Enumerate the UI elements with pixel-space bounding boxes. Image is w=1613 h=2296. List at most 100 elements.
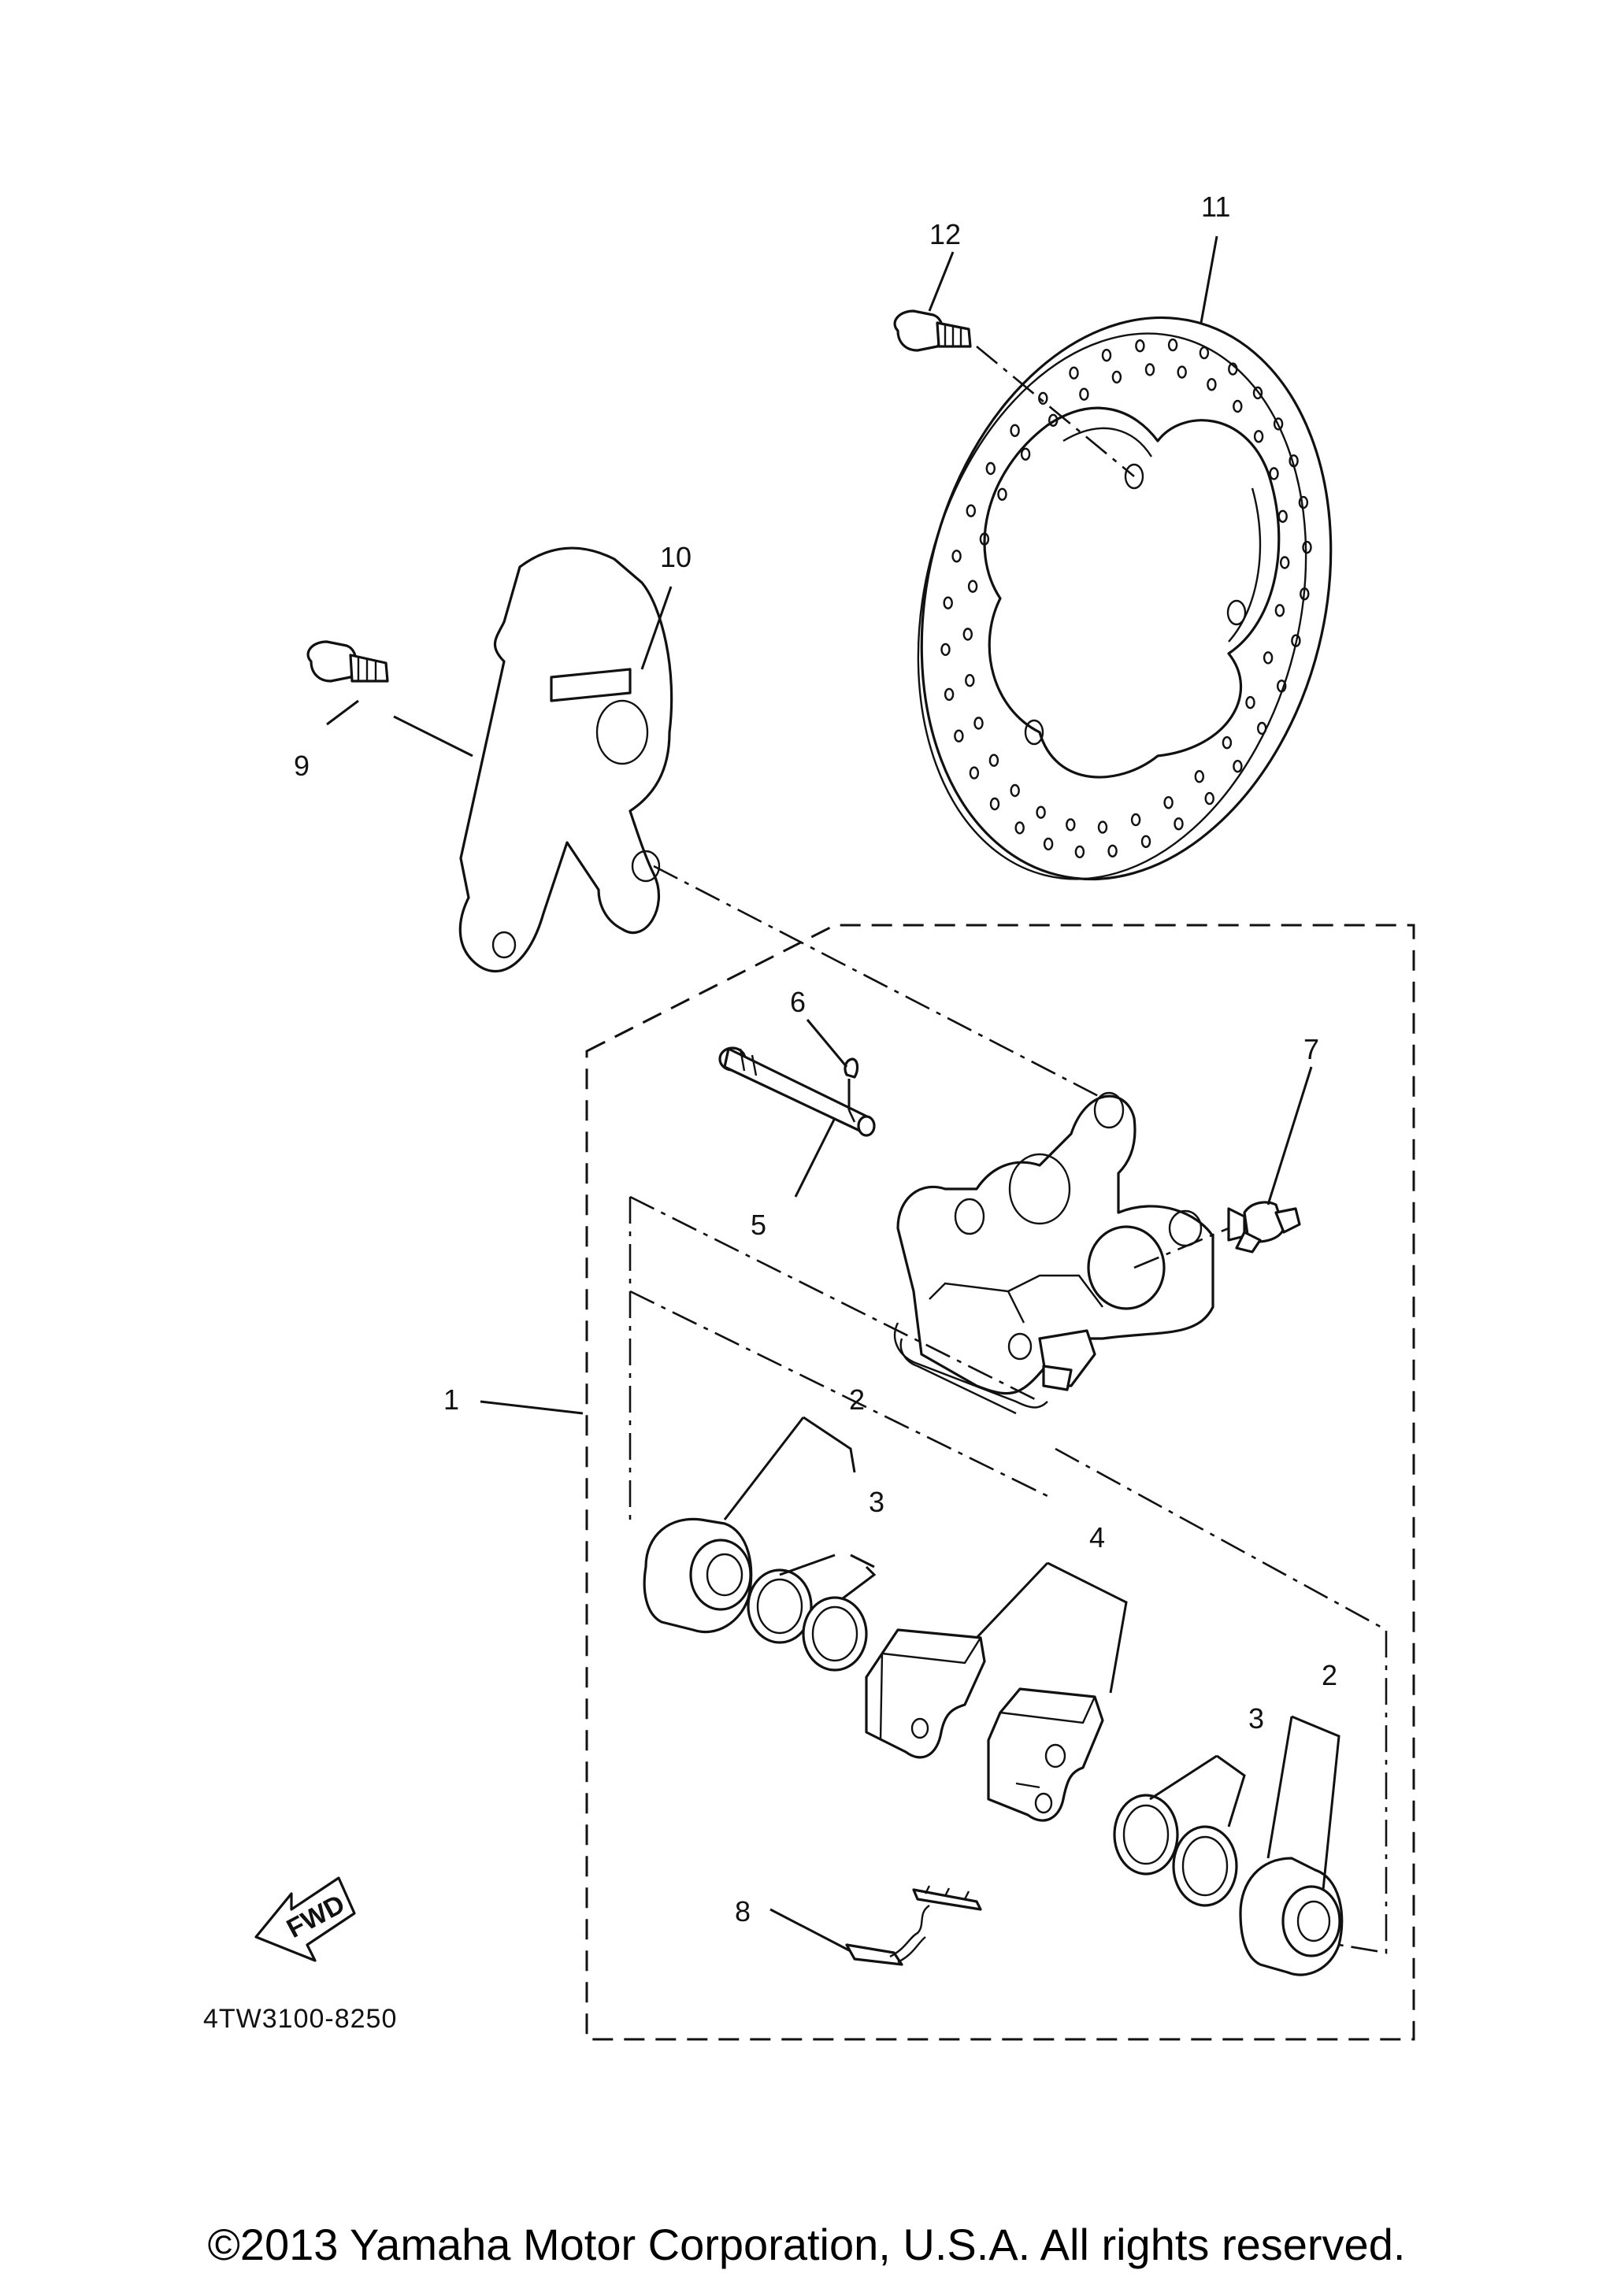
bleed-screw[interactable] [1227, 1201, 1301, 1254]
piston-left[interactable] [643, 1517, 753, 1634]
pad-pin[interactable] [718, 1046, 876, 1137]
bracket-bolt[interactable] [306, 640, 389, 683]
disc-hole [1273, 417, 1284, 431]
disc-hole [962, 628, 973, 641]
callout-6: 6 [790, 986, 806, 1018]
disc-hole [1020, 447, 1031, 461]
brake-disc[interactable] [863, 274, 1388, 923]
disc-hole [1038, 391, 1048, 406]
disc-hole [1014, 821, 1025, 835]
disc-bolt[interactable] [893, 309, 972, 352]
disc-hole [1107, 844, 1118, 858]
disc-hole [1130, 813, 1141, 827]
disc-hole [1163, 796, 1174, 809]
disc-hole [1276, 680, 1287, 693]
disc-hole [1233, 399, 1243, 413]
disc-hole [944, 687, 955, 702]
disc-hole [1069, 366, 1079, 380]
disc-hole [979, 532, 990, 546]
caliper-body[interactable] [893, 1091, 1214, 1415]
disc-hole [965, 674, 975, 687]
clip-pin[interactable] [844, 1057, 859, 1110]
callout-3-lower: 3 [1248, 1702, 1264, 1735]
disc-holes [940, 338, 1312, 859]
disc-hole [973, 717, 984, 730]
brake-pad-rear[interactable] [987, 1687, 1104, 1822]
disc-hole [1066, 818, 1076, 831]
callout-8: 8 [735, 1895, 751, 1928]
disc-hole [1253, 430, 1264, 443]
disc-hole [1101, 349, 1112, 362]
disc-hole [1135, 339, 1145, 353]
callout-12: 12 [929, 218, 961, 250]
disc-hole [943, 596, 953, 609]
disc-hole [1204, 791, 1214, 805]
disc-hole [1043, 837, 1054, 851]
callout-11: 11 [1201, 191, 1230, 223]
callout-1: 1 [443, 1383, 459, 1416]
callout-4: 4 [1089, 1521, 1105, 1554]
callout-3-upper: 3 [869, 1486, 884, 1518]
disc-hole [1167, 338, 1178, 352]
disc-hole [1302, 540, 1312, 554]
seal-right-inner[interactable] [1172, 1825, 1238, 1907]
disc-hole [1277, 509, 1288, 523]
pad-spring[interactable] [845, 1885, 982, 1966]
seal-left-outer[interactable] [747, 1568, 813, 1644]
callout-10: 10 [660, 541, 692, 573]
disc-hole [1263, 651, 1274, 665]
disc-hole [1097, 820, 1108, 834]
callout-5: 5 [751, 1209, 766, 1241]
disc-hole [1074, 845, 1085, 859]
disc-hole [1111, 370, 1122, 384]
disc-hole [1279, 556, 1290, 569]
disc-hole [1079, 387, 1089, 401]
diagram-part-code: 4TW3100-8250 [203, 2004, 397, 2034]
disc-hole [1222, 736, 1233, 750]
disc-hole [940, 643, 951, 657]
disc-hole [966, 504, 977, 517]
disc-hole [1289, 454, 1299, 468]
disc-hole [997, 487, 1007, 501]
callout-2-upper: 2 [849, 1383, 865, 1416]
piston-right[interactable] [1239, 1857, 1344, 1976]
disc-hole [1048, 413, 1059, 427]
copyright-notice: ©2013 Yamaha Motor Corporation, U.S.A. A… [207, 2220, 1406, 2269]
disc-hole [1140, 835, 1151, 849]
seal-right-outer[interactable] [1113, 1794, 1179, 1876]
disc-hole [1256, 721, 1267, 735]
disc-hole [951, 550, 962, 563]
disc-hole [989, 797, 1000, 811]
disc-hole [954, 729, 964, 742]
disc-hole [1252, 386, 1263, 400]
disc-hole [985, 461, 996, 476]
disc-hole [1010, 424, 1020, 437]
disc-hole [1269, 467, 1279, 480]
disc-hole [1199, 346, 1210, 360]
fwd-arrow-icon: FWD [254, 1876, 356, 1962]
callout-9: 9 [294, 750, 310, 782]
disc-hole [1194, 770, 1205, 783]
disc-hole [969, 766, 980, 780]
disc-hole [1291, 634, 1301, 647]
disc-hole [1177, 365, 1187, 379]
disc-hole [1174, 817, 1184, 831]
callout-2-lower: 2 [1322, 1659, 1337, 1691]
disc-hole [1245, 696, 1255, 709]
caliper-bracket[interactable] [458, 546, 673, 973]
disc-hole [1300, 587, 1310, 601]
brake-pad-front[interactable] [865, 1628, 986, 1759]
disc-hole [1228, 362, 1238, 376]
disc-hole [988, 754, 999, 767]
disc-hole [1274, 604, 1285, 617]
disc-hole [1010, 783, 1020, 798]
disc-hole [1207, 378, 1217, 391]
disc-hole [1233, 760, 1243, 773]
disc-hole [1036, 805, 1046, 819]
seal-left-inner[interactable] [802, 1596, 868, 1672]
callout-7: 7 [1303, 1033, 1319, 1065]
disc-hole [1144, 363, 1155, 376]
disc-hole [967, 580, 978, 593]
disc-hole [1298, 495, 1309, 509]
